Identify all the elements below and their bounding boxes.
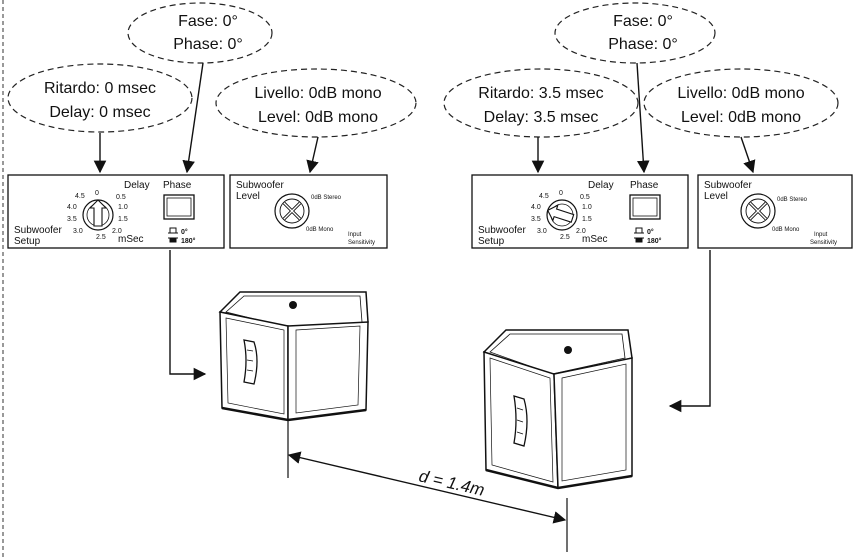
right-tick-10: 1.0: [582, 204, 592, 211]
left-delay-knob[interactable]: [82, 199, 114, 231]
right-level-knob[interactable]: [740, 193, 776, 229]
right-phase-line2: Phase: 0°: [608, 36, 678, 53]
left-bubble-level: Livello: 0dB mono Level: 0dB mono: [215, 68, 417, 138]
right-level-arrow: [740, 136, 756, 174]
left-level-arrow: [306, 136, 319, 174]
right-tick-15: 1.5: [582, 216, 592, 223]
left-unit: mSec: [118, 234, 144, 245]
right-tick-05: 0.5: [580, 194, 590, 201]
right-sub-level-line2: Level: [704, 191, 728, 202]
left-mono-label: 0dB Mono: [306, 227, 334, 233]
right-level-line1: Livello: 0dB mono: [677, 85, 804, 102]
left-setup-line2: Setup: [14, 236, 41, 247]
right-tick-40: 4.0: [531, 204, 541, 211]
right-route-arrow: [668, 250, 711, 413]
left-delay-line1: Ritardo: 0 msec: [44, 80, 156, 97]
left-bubble-delay: Ritardo: 0 msec Delay: 0 msec: [7, 63, 193, 133]
left-delay-phase-panel: Delay Subwoofer Setup mSec 0 0.5 1.0 1.5…: [7, 174, 225, 249]
left-level-line2: Level: 0dB mono: [258, 109, 378, 126]
right-level-panel: Subwoofer Level 0dB Stereo 0dB Mono Inpu…: [697, 174, 853, 249]
left-phase-switch[interactable]: [163, 194, 195, 220]
left-level-line1: Livello: 0dB mono: [254, 85, 381, 102]
left-tick-45: 4.5: [75, 193, 85, 200]
right-setup-line1: Subwoofer: [478, 225, 526, 236]
right-unit: mSec: [582, 234, 608, 245]
right-delay-line1: Ritardo: 3.5 msec: [478, 85, 603, 102]
left-sub-level-line1: Subwoofer: [236, 180, 284, 191]
left-tick-35: 3.5: [67, 216, 77, 223]
right-bubble-level: Livello: 0dB mono Level: 0dB mono: [643, 68, 839, 138]
right-tick-25: 2.5: [560, 234, 570, 241]
left-input-line1: Input: [348, 232, 362, 238]
right-phase-0-icon: [634, 227, 644, 234]
left-tick-25: 2.5: [96, 234, 106, 241]
right-tick-20: 2.0: [576, 228, 586, 235]
left-phase-180-icon: [168, 237, 178, 243]
left-level-knob[interactable]: [274, 193, 310, 229]
left-tick-15: 1.5: [118, 216, 128, 223]
left-phase-title: Phase: [163, 180, 192, 191]
left-phase-line2: Phase: 0°: [173, 36, 243, 53]
right-stereo-label: 0dB Stereo: [777, 197, 808, 203]
right-phase-line1: Fase: 0°: [613, 13, 673, 30]
left-phase-0-label: 0°: [181, 228, 188, 236]
distance-arrow: [287, 451, 567, 524]
right-mono-label: 0dB Mono: [772, 227, 800, 233]
left-phase-arrow: [182, 62, 204, 174]
left-input-line2: Sensitivity: [348, 240, 375, 246]
right-input-line1: Input: [814, 232, 828, 238]
left-tick-30: 3.0: [73, 228, 83, 235]
right-subwoofer: [482, 329, 633, 490]
right-input-line2: Sensitivity: [810, 240, 837, 246]
right-tick-45: 4.5: [539, 193, 549, 200]
left-delay-ticks: 0 0.5 1.0 1.5 2.0 2.5 3.0 3.5 4.0 4.5: [67, 190, 128, 241]
left-phase-0-icon: [168, 227, 178, 234]
right-delay-ticks: 0 0.5 1.0 1.5 2.0 2.5 3.0 3.5 4.0 4.5: [531, 190, 592, 241]
distance-label: d = 1.4m: [417, 466, 486, 500]
left-setup-line1: Subwoofer: [14, 225, 62, 236]
left-bubble-phase: Fase: 0° Phase: 0°: [127, 2, 273, 64]
right-phase-180-label: 180°: [647, 237, 662, 245]
right-phase-title: Phase: [630, 180, 659, 191]
right-phase-switch[interactable]: [629, 194, 661, 220]
left-route-arrow: [169, 250, 207, 381]
right-phase-arrow: [636, 62, 650, 174]
right-tick-0: 0: [559, 190, 563, 197]
left-level-panel: Subwoofer Level 0dB Stereo 0dB Mono Inpu…: [229, 174, 388, 249]
right-setup-line2: Setup: [478, 236, 505, 247]
right-delay-line2: Delay: 3.5 msec: [484, 109, 599, 126]
left-phase-line1: Fase: 0°: [178, 13, 238, 30]
left-stereo-label: 0dB Stereo: [311, 195, 342, 201]
right-tick-35: 3.5: [531, 216, 541, 223]
right-phase-180-icon: [634, 237, 644, 243]
left-tick-05: 0.5: [116, 194, 126, 201]
right-tick-30: 3.0: [537, 228, 547, 235]
left-tick-40: 4.0: [67, 204, 77, 211]
right-bubble-delay: Ritardo: 3.5 msec Delay: 3.5 msec: [443, 68, 639, 138]
right-bubble-phase: Fase: 0° Phase: 0°: [554, 2, 716, 64]
left-tick-0: 0: [95, 190, 99, 197]
left-delay-title: Delay: [124, 180, 150, 191]
left-subwoofer: [218, 291, 369, 422]
left-delay-line2: Delay: 0 msec: [49, 104, 150, 121]
left-tick-20: 2.0: [112, 228, 122, 235]
right-delay-phase-panel: Delay Subwoofer Setup mSec 0 0.5 1.0 1.5…: [471, 174, 689, 249]
right-sub-level-line1: Subwoofer: [704, 180, 752, 191]
left-sub-level-line2: Level: [236, 191, 260, 202]
right-level-line2: Level: 0dB mono: [681, 109, 801, 126]
right-phase-0-label: 0°: [647, 228, 654, 236]
right-delay-knob[interactable]: [545, 199, 578, 231]
left-phase-180-label: 180°: [181, 237, 196, 245]
left-tick-10: 1.0: [118, 204, 128, 211]
right-delay-title: Delay: [588, 180, 614, 191]
